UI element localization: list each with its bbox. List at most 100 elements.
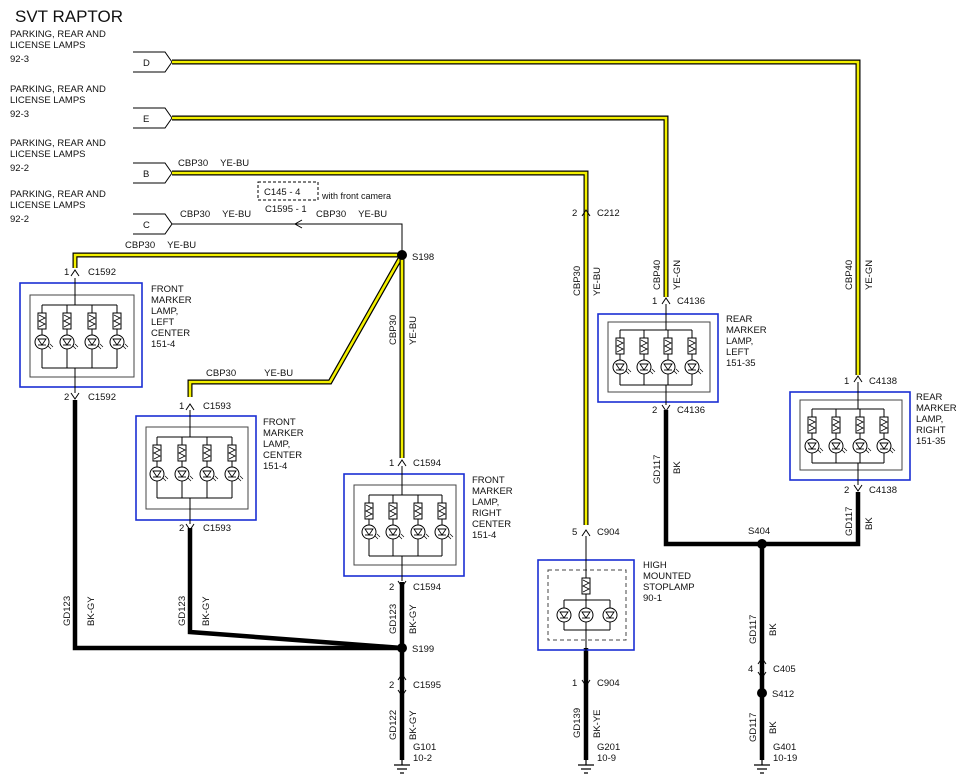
connector-c1594-bottom: 2 C1594 bbox=[389, 580, 441, 593]
lamp-high-mounted-text: HIGH MOUNTED STOPLAMP 90-1 bbox=[643, 560, 695, 604]
svg-text:PARKING, REAR AND: PARKING, REAR AND bbox=[10, 84, 106, 95]
svg-text:CBP40: CBP40 bbox=[844, 260, 855, 290]
svg-text:151-35: 151-35 bbox=[726, 358, 756, 369]
svg-text:151-35: 151-35 bbox=[916, 436, 946, 447]
lamp-rear-left-text: REAR MARKER LAMP, LEFT 151-35 bbox=[726, 314, 767, 369]
wire-gd123-center bbox=[187, 528, 403, 651]
source-label-d: PARKING, REAR AND LICENSE LAMPS 92-3 bbox=[10, 29, 106, 65]
wire-cbp40-d bbox=[172, 59, 861, 375]
svg-text:BK-YE: BK-YE bbox=[592, 709, 603, 738]
svg-text:CBP30: CBP30 bbox=[388, 315, 399, 345]
svg-text:REAR: REAR bbox=[916, 392, 943, 403]
svg-text:LICENSE LAMPS: LICENSE LAMPS bbox=[10, 95, 86, 106]
connector-tab-d: D bbox=[133, 51, 173, 73]
svg-text:MARKER: MARKER bbox=[151, 295, 192, 306]
wire-cbp40-e bbox=[172, 115, 669, 297]
connector-tab-e: E bbox=[133, 107, 173, 129]
led-cell-fc-4 bbox=[224, 437, 244, 498]
svg-text:1: 1 bbox=[652, 296, 657, 307]
source-label-b: PARKING, REAR AND LICENSE LAMPS 92-2 bbox=[10, 138, 106, 174]
svg-text:LAMP,: LAMP, bbox=[472, 497, 499, 508]
svg-text:1: 1 bbox=[572, 678, 577, 689]
svg-text:PARKING, REAR AND: PARKING, REAR AND bbox=[10, 189, 106, 200]
wire-label-gd123-center: GD123 BK-GY bbox=[177, 596, 212, 626]
svg-text:C405: C405 bbox=[773, 664, 796, 675]
optional-connector-box bbox=[257, 181, 319, 201]
svg-text:151-4: 151-4 bbox=[472, 530, 496, 541]
wire-label-gd117-down: GD117 BK bbox=[748, 615, 779, 644]
led-cell-rr-2 bbox=[828, 409, 848, 463]
splice-label-s404: S404 bbox=[748, 526, 770, 537]
svg-text:4: 4 bbox=[748, 664, 753, 675]
svg-text:151-4: 151-4 bbox=[151, 339, 175, 350]
svg-text:92-2: 92-2 bbox=[10, 163, 29, 174]
svg-text:90-1: 90-1 bbox=[643, 593, 662, 604]
optional-note: with front camera bbox=[321, 191, 391, 201]
svg-text:C4136: C4136 bbox=[677, 405, 705, 416]
svg-text:LEFT: LEFT bbox=[151, 317, 174, 328]
connector-c1592-top: 1 C1592 bbox=[64, 267, 116, 278]
svg-text:10-9: 10-9 bbox=[597, 753, 616, 764]
lamp-front-right-text: FRONT MARKER LAMP, RIGHT CENTER 151-4 bbox=[472, 475, 513, 541]
led-cell-fc-1 bbox=[149, 437, 169, 498]
wire-label-gd123-left: GD123 BK-GY bbox=[62, 596, 97, 626]
svg-text:1: 1 bbox=[844, 376, 849, 387]
svg-text:RIGHT: RIGHT bbox=[916, 425, 946, 436]
splice-s404 bbox=[757, 539, 767, 549]
svg-text:D: D bbox=[143, 58, 150, 69]
led-cell-fl-3 bbox=[84, 305, 104, 368]
optional-conn2: C1595 - 1 bbox=[265, 204, 307, 215]
led-cell-rr-1 bbox=[804, 409, 824, 463]
led-cell-fr-2 bbox=[385, 495, 405, 556]
led-cell-rr-4 bbox=[876, 409, 896, 463]
svg-text:YE-BU: YE-BU bbox=[592, 267, 603, 296]
led-cell-rl-1 bbox=[612, 330, 632, 385]
svg-text:GD117: GD117 bbox=[748, 615, 759, 644]
connector-c212: 2 C212 bbox=[572, 208, 620, 219]
svg-text:B: B bbox=[143, 169, 149, 180]
svg-text:RIGHT: RIGHT bbox=[472, 508, 502, 519]
svg-text:BK-GY: BK-GY bbox=[86, 596, 97, 626]
svg-text:CENTER: CENTER bbox=[151, 328, 190, 339]
svg-text:92-3: 92-3 bbox=[10, 54, 29, 65]
svg-text:HIGH: HIGH bbox=[643, 560, 667, 571]
ground-g401: G401 10-19 bbox=[754, 742, 797, 774]
splice-label-s198: S198 bbox=[412, 252, 434, 263]
source-label-e: PARKING, REAR AND LICENSE LAMPS 92-3 bbox=[10, 84, 106, 120]
wire-gd123-left bbox=[72, 400, 402, 651]
svg-text:10-2: 10-2 bbox=[413, 753, 432, 764]
wire-cbp30-b bbox=[172, 170, 589, 525]
svg-text:CENTER: CENTER bbox=[263, 450, 302, 461]
svg-text:BK-GY: BK-GY bbox=[201, 596, 212, 626]
svg-text:C: C bbox=[143, 220, 150, 231]
svg-text:BK: BK bbox=[672, 461, 683, 474]
svg-text:FRONT: FRONT bbox=[151, 284, 184, 295]
led-cell-rl-2 bbox=[636, 330, 656, 385]
wire-label-gd139: GD139 BK-YE bbox=[572, 708, 603, 738]
svg-text:C1593: C1593 bbox=[203, 523, 231, 534]
svg-text:LICENSE LAMPS: LICENSE LAMPS bbox=[10, 40, 86, 51]
lamp-front-left-center bbox=[19, 278, 143, 393]
svg-text:G201: G201 bbox=[597, 742, 620, 753]
svg-text:GD117: GD117 bbox=[748, 713, 759, 742]
stoplamp-elements bbox=[556, 577, 618, 630]
connector-c4138-bottom: 2 C4138 bbox=[844, 484, 897, 496]
svg-text:G101: G101 bbox=[413, 742, 436, 753]
wire-label-rear-right-vertical: CBP40 YE-GN bbox=[844, 260, 875, 290]
svg-text:GD117: GD117 bbox=[652, 455, 663, 484]
svg-text:LICENSE LAMPS: LICENSE LAMPS bbox=[10, 149, 86, 160]
svg-text:2: 2 bbox=[389, 680, 394, 691]
svg-text:C4138: C4138 bbox=[869, 485, 897, 496]
lamp-front-center-text: FRONT MARKER LAMP, CENTER 151-4 bbox=[263, 417, 304, 472]
svg-text:GD123: GD123 bbox=[388, 604, 399, 634]
connector-c4138-top: 1 C4138 bbox=[844, 375, 897, 387]
led-cell-rr-3 bbox=[852, 409, 872, 463]
lamp-front-center bbox=[135, 410, 257, 524]
led-cell-fr-1 bbox=[361, 495, 381, 556]
connector-c904-bottom: 1 C904 bbox=[572, 678, 620, 689]
